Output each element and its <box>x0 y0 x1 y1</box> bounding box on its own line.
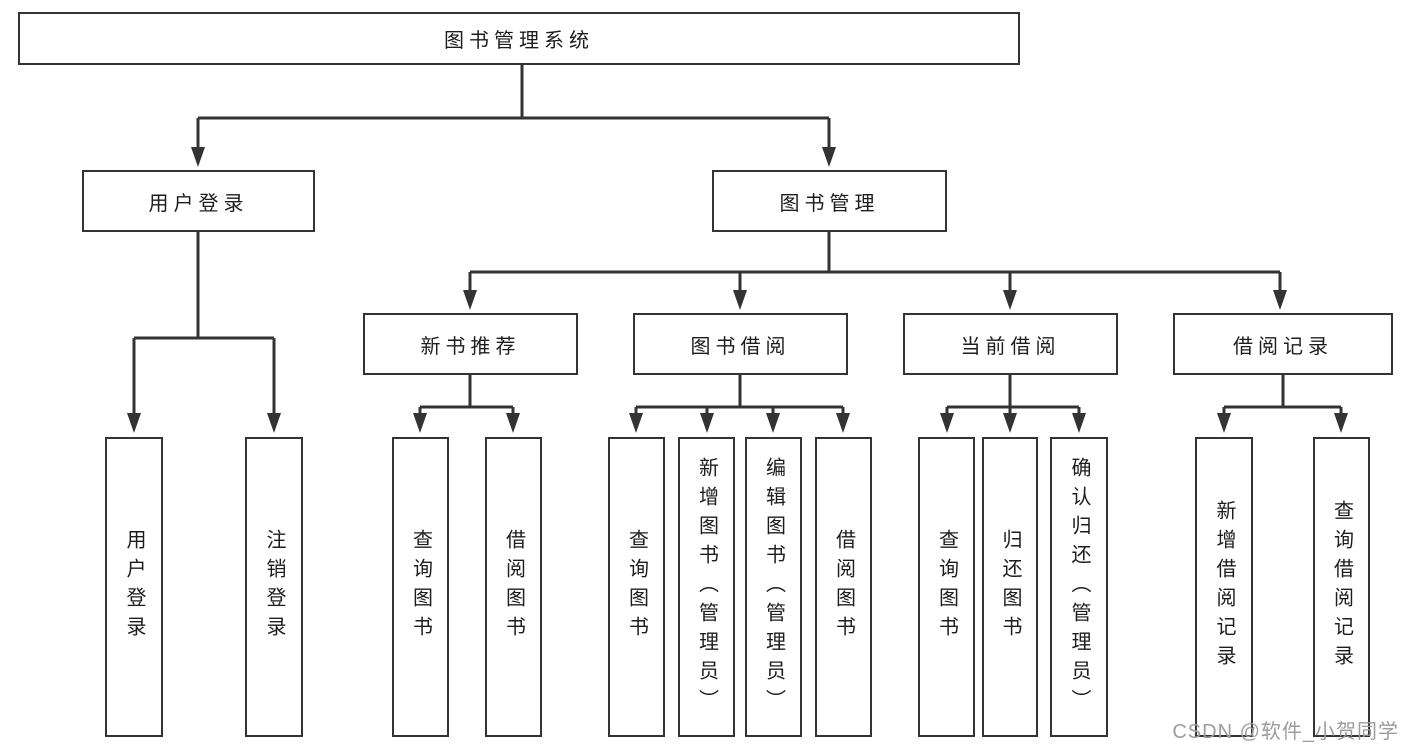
connector-line <box>132 232 276 418</box>
connector-line <box>634 375 845 418</box>
arrowhead <box>506 413 520 433</box>
node-library-management-system: 图书管理系统 <box>18 12 1020 65</box>
arrowhead <box>1273 290 1287 310</box>
connector-lines <box>132 65 1343 418</box>
leaf-query-books-current: 查询图书 <box>918 437 975 737</box>
arrowhead <box>822 147 836 167</box>
node-user-login: 用户登录 <box>82 170 315 232</box>
arrowhead <box>1217 413 1231 433</box>
node-book-borrowing: 图书借阅 <box>633 313 848 375</box>
arrowhead <box>1072 413 1086 433</box>
leaf-add-borrowing-record: 新增借阅记录 <box>1195 437 1253 737</box>
leaf-label: 借阅图书 <box>502 529 525 645</box>
leaf-label: 新增借阅记录 <box>1213 500 1235 674</box>
connector-line <box>945 375 1081 418</box>
arrowhead <box>127 413 141 433</box>
leaf-user-login: 用户登录 <box>105 437 163 737</box>
leaf-label: 查询图书 <box>935 529 958 645</box>
node-label: 图书管理系统 <box>444 30 594 52</box>
node-label: 用户登录 <box>148 192 249 215</box>
node-current-borrowing: 当前借阅 <box>903 313 1118 375</box>
leaf-edit-book-admin: 编辑图书（管理员） <box>745 437 802 737</box>
leaf-label: 确认归还（管理员） <box>1068 456 1090 718</box>
node-label: 新书推荐 <box>420 335 521 358</box>
node-book-management: 图书管理 <box>712 170 947 232</box>
leaf-label: 注销登录 <box>263 529 285 645</box>
arrowhead <box>1003 290 1017 310</box>
arrowhead <box>629 413 643 433</box>
arrowhead <box>267 413 281 433</box>
node-label: 当前借阅 <box>960 335 1061 358</box>
leaf-query-books-borrow: 查询图书 <box>608 437 665 737</box>
leaf-label: 查询借阅记录 <box>1330 500 1353 674</box>
leaf-label: 归还图书 <box>999 529 1021 645</box>
arrowhead <box>413 413 427 433</box>
leaf-label: 新增图书（管理员） <box>695 456 718 718</box>
arrowhead <box>700 413 714 433</box>
leaf-label: 借阅图书 <box>832 529 855 645</box>
leaf-logout: 注销登录 <box>245 437 303 737</box>
node-label: 图书管理 <box>779 192 880 215</box>
leaf-label: 查询图书 <box>625 529 648 645</box>
arrowheads <box>127 147 1348 433</box>
leaf-query-books-recommend: 查询图书 <box>392 437 449 737</box>
leaf-return-books: 归还图书 <box>982 437 1038 737</box>
arrowhead <box>766 413 780 433</box>
node-new-book-recommendation: 新书推荐 <box>363 313 578 375</box>
arrowhead <box>836 413 850 433</box>
connector-line <box>1222 375 1343 418</box>
arrowhead <box>940 413 954 433</box>
arrowhead <box>733 290 747 310</box>
csdn-watermark: CSDN @软件_小贺同学 <box>1172 721 1399 743</box>
connector-line <box>468 232 1282 295</box>
arrowhead <box>1003 413 1017 433</box>
leaf-label: 用户登录 <box>123 529 145 645</box>
connector-line <box>418 375 515 418</box>
leaf-label: 查询图书 <box>409 529 432 645</box>
leaf-borrow-books-recommend: 借阅图书 <box>485 437 542 737</box>
leaf-query-borrowing-record: 查询借阅记录 <box>1313 437 1370 737</box>
leaf-confirm-return-admin: 确认归还（管理员） <box>1050 437 1108 737</box>
leaf-label: 编辑图书（管理员） <box>762 456 785 718</box>
leaf-borrow-books: 借阅图书 <box>815 437 872 737</box>
node-label: 图书借阅 <box>690 335 791 358</box>
arrowhead <box>1334 413 1348 433</box>
node-borrowing-records: 借阅记录 <box>1173 313 1393 375</box>
arrowhead <box>463 290 477 310</box>
leaf-add-book-admin: 新增图书（管理员） <box>678 437 735 737</box>
connector-line <box>196 65 831 152</box>
node-label: 借阅记录 <box>1233 335 1333 358</box>
arrowhead <box>191 147 205 167</box>
